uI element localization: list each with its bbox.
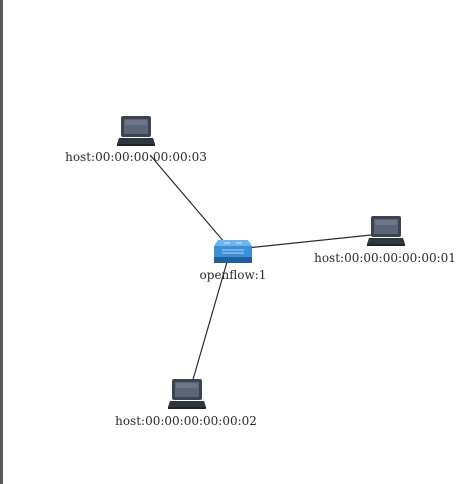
link-switch-host-3[interactable] bbox=[149, 154, 226, 244]
host-label: host:00:00:00:00:00:01 bbox=[314, 251, 456, 265]
links bbox=[149, 154, 372, 384]
host-node-3[interactable]: host:00:00:00:00:00:03 bbox=[65, 116, 207, 164]
laptop-icon bbox=[367, 216, 405, 246]
host-label: host:00:00:00:00:00:03 bbox=[65, 150, 207, 164]
topology-graph[interactable]: host:00:00:00:00:00:03 host:00:00:00:00:… bbox=[3, 0, 475, 484]
link-switch-host-1[interactable] bbox=[246, 234, 372, 249]
switch-node-openflow-1[interactable]: openflow:1 bbox=[200, 240, 267, 282]
host-label: host:00:00:00:00:00:02 bbox=[115, 414, 257, 428]
host-node-1[interactable]: host:00:00:00:00:00:01 bbox=[314, 216, 456, 265]
laptop-icon bbox=[168, 379, 206, 409]
switch-icon bbox=[214, 240, 252, 263]
host-node-2[interactable]: host:00:00:00:00:00:02 bbox=[115, 379, 257, 428]
link-switch-host-2[interactable] bbox=[191, 261, 228, 384]
switch-label: openflow:1 bbox=[200, 268, 267, 282]
laptop-icon bbox=[117, 116, 155, 146]
